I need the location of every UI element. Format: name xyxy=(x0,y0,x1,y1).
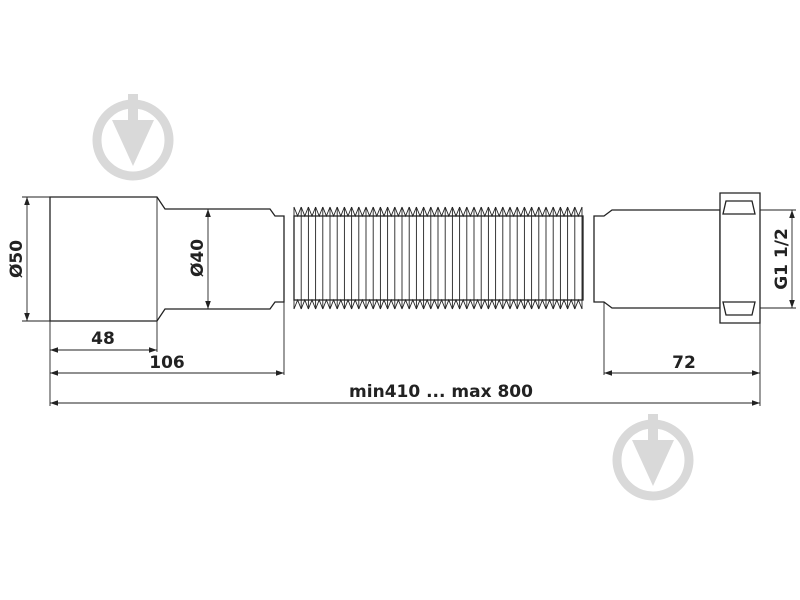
thread-label: G1 1/2 xyxy=(772,228,792,290)
length-inlet-label: 106 xyxy=(149,353,185,373)
length-outlet-label: 72 xyxy=(672,353,696,373)
watermark-logo-icon xyxy=(92,94,174,181)
inlet-socket xyxy=(49,196,285,322)
length-total-label: min410 ... max 800 xyxy=(349,382,533,402)
outlet-pipe xyxy=(593,209,721,309)
diameter-inlet-label: Ø50 xyxy=(7,240,27,278)
watermark-logo-icon xyxy=(612,414,694,501)
diameter-pipe-label: Ø40 xyxy=(188,239,208,277)
corrugated-hose xyxy=(293,206,584,310)
length-socket-label: 48 xyxy=(91,329,115,349)
